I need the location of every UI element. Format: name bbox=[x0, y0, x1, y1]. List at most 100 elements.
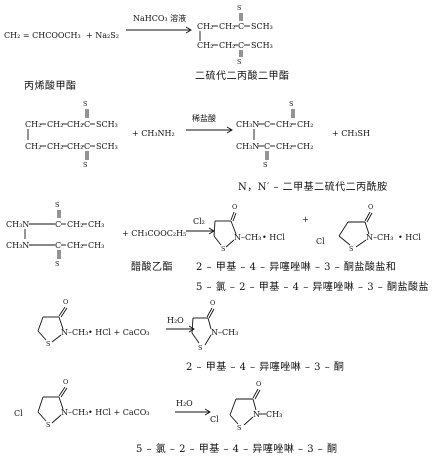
svg-text:SCH₃: SCH₃ bbox=[96, 142, 118, 151]
dimethyl-dithiodipropionamide-name: N，N′ – 二甲基二硫代二丙酰胺 bbox=[238, 180, 388, 193]
svg-text:CH₂: CH₂ bbox=[197, 22, 213, 31]
svg-text:O: O bbox=[232, 203, 237, 211]
reaction-4-reagent: • HCl + CaCO₃ bbox=[88, 328, 149, 337]
svg-text:CH₂: CH₂ bbox=[67, 220, 83, 229]
svg-text:S: S bbox=[46, 340, 50, 348]
svg-text:C: C bbox=[238, 22, 244, 31]
svg-text:S: S bbox=[83, 100, 87, 108]
thione-s-bottom: S bbox=[237, 58, 241, 66]
svg-text:N–CH₃: N–CH₃ bbox=[366, 233, 393, 242]
svg-text:CH₂: CH₂ bbox=[25, 120, 41, 129]
svg-text:CH₂: CH₂ bbox=[67, 120, 83, 129]
svg-text:S: S bbox=[263, 161, 267, 169]
svg-text:CH₂: CH₂ bbox=[197, 41, 213, 50]
svg-text:N: N bbox=[253, 410, 260, 419]
reaction-4: O S N–CH₃ • HCl + CaCO₃ H₂O O S N–CH₃ bbox=[37, 298, 344, 373]
methylisothiazolinone-hcl-structure: O S N–CH₃ • HCl bbox=[213, 203, 285, 253]
methyl-acrylate-formula: CH₂ = CHCOOCH₃ bbox=[4, 31, 81, 40]
reaction-1: CH₂ = CHCOOCH₃ + Na₂S₂ NaHCO₃ 溶液 S CH₂ C… bbox=[4, 4, 290, 92]
svg-text:CH₂: CH₂ bbox=[276, 120, 292, 129]
svg-text:C: C bbox=[264, 120, 270, 129]
svg-text:S: S bbox=[221, 245, 225, 253]
svg-text:S: S bbox=[198, 344, 202, 352]
svg-text:CH₂: CH₂ bbox=[219, 41, 235, 50]
methyl-acrylate-name: 丙烯酸甲酯 bbox=[24, 79, 77, 92]
reaction-5-reactant-structure: O Cl S N–CH₃ bbox=[14, 378, 88, 429]
svg-text:CH₃: CH₃ bbox=[88, 220, 104, 229]
svg-text:S: S bbox=[46, 421, 50, 429]
svg-text:C: C bbox=[84, 120, 90, 129]
reaction-4-reactant-structure: O S N–CH₃ bbox=[37, 298, 88, 348]
dithiodipropionate-structure: S CH₂ CH₂ C SCH₃ CH₂ CH₂ C SCH₃ S bbox=[197, 4, 273, 66]
chloro-methylisothiazolinone-name: 5 – 氯 – 2 – 甲基 – 4 – 异噻唑啉 – 3 – 酮 bbox=[136, 442, 337, 455]
svg-text:CH₃: CH₃ bbox=[88, 241, 104, 250]
plus-sign: + bbox=[302, 215, 309, 224]
svg-text:S: S bbox=[289, 100, 293, 108]
svg-text:CH₃N: CH₃N bbox=[236, 120, 259, 129]
svg-text:Cl: Cl bbox=[210, 415, 219, 424]
reaction-2-condition: 稀盐酸 bbox=[192, 113, 216, 123]
svg-text:S: S bbox=[55, 201, 59, 209]
ethyl-acetate-name: 醋酸乙酯 bbox=[131, 260, 173, 273]
reaction-5-condition: H₂O bbox=[176, 399, 193, 408]
svg-text:CH₂: CH₂ bbox=[47, 142, 63, 151]
svg-text:N–CH₃: N–CH₃ bbox=[61, 328, 88, 337]
sodium-disulfide-reagent: + Na₂S₂ bbox=[86, 31, 119, 40]
reaction-4-arrowhead bbox=[188, 325, 195, 333]
reaction-1-arrowhead bbox=[185, 26, 192, 34]
reaction-5: O Cl S N–CH₃ • HCl + CaCO₃ H₂O O Cl S bbox=[14, 378, 337, 455]
reaction-2-reactant-structure: S CH₂ CH₂ CH₂ C SCH₃ CH₂ CH₂ CH₂ C SCH₃ … bbox=[25, 100, 118, 169]
reaction-3: S CH₃N C CH₂ CH₃ CH₃N C CH₂ CH₃ S + CH₃C… bbox=[6, 201, 429, 293]
svg-text:N–CH₃: N–CH₃ bbox=[61, 408, 88, 417]
reaction-5-arrowhead bbox=[204, 408, 211, 416]
svg-text:C: C bbox=[84, 142, 90, 151]
reaction-2: S CH₂ CH₂ CH₂ C SCH₃ CH₂ CH₂ CH₂ C SCH₃ … bbox=[25, 100, 388, 193]
methylisothiazolinone-structure: O S N–CH₃ bbox=[191, 299, 238, 352]
svg-text:CH₂: CH₂ bbox=[297, 142, 313, 151]
svg-text:S: S bbox=[237, 424, 241, 432]
svg-text:S: S bbox=[83, 161, 87, 169]
svg-text:CH₂: CH₂ bbox=[25, 142, 41, 151]
svg-text:C: C bbox=[238, 41, 244, 50]
svg-text:N–CH₃: N–CH₃ bbox=[211, 328, 238, 337]
methanethiol-byproduct: + CH₃SH bbox=[332, 129, 370, 138]
reaction-3-product-name-2: 5 – 氯 – 2 – 甲基 – 4 – 异噻唑啉 – 3 – 酮盐酸盐 bbox=[196, 280, 429, 293]
reaction-3-product-name-1: 2 – 甲基 – 4 – 异噻唑啉 – 3 – 酮盐酸盐和 bbox=[196, 260, 396, 273]
reaction-2-arrowhead bbox=[226, 126, 233, 134]
svg-text:N–CH₃: N–CH₃ bbox=[234, 233, 261, 242]
svg-text:S: S bbox=[55, 260, 59, 268]
svg-text:S: S bbox=[349, 245, 353, 253]
svg-text:CH₃N: CH₃N bbox=[6, 241, 29, 250]
ethyl-acetate-reagent: + CH₃COOC₂H₅ bbox=[122, 229, 186, 238]
svg-text:• HCl: • HCl bbox=[398, 233, 421, 242]
svg-text:O: O bbox=[256, 380, 261, 388]
reaction-3-condition: Cl₂ bbox=[193, 217, 205, 226]
svg-text:CH₃N: CH₃N bbox=[6, 220, 29, 229]
svg-text:O: O bbox=[368, 203, 373, 211]
svg-text:C: C bbox=[264, 142, 270, 151]
svg-text:CH₃: CH₃ bbox=[266, 410, 282, 419]
svg-text:SCH₃: SCH₃ bbox=[251, 22, 273, 31]
svg-text:C: C bbox=[55, 220, 61, 229]
chloro-methylisothiazolinone-structure: O Cl S N CH₃ bbox=[210, 380, 282, 432]
svg-text:CH₂: CH₂ bbox=[67, 142, 83, 151]
dithiodipropionate-name: 二硫代二丙酸二甲酯 bbox=[195, 69, 290, 82]
reaction-5-reagent: • HCl + CaCO₃ bbox=[88, 408, 149, 417]
thione-s-top: S bbox=[237, 4, 241, 12]
svg-text:Cl: Cl bbox=[14, 409, 23, 418]
reaction-4-condition: H₂O bbox=[167, 316, 184, 325]
svg-text:CH₃N: CH₃N bbox=[236, 142, 259, 151]
svg-text:C: C bbox=[55, 241, 61, 250]
reaction-1-condition: NaHCO₃ 溶液 bbox=[133, 13, 186, 23]
svg-text:O: O bbox=[63, 378, 68, 386]
reaction-3-reactant-structure: S CH₃N C CH₂ CH₃ CH₃N C CH₂ CH₃ S bbox=[6, 201, 104, 268]
svg-text:CH₂: CH₂ bbox=[219, 22, 235, 31]
chloro-methylisothiazolinone-hcl-structure: O Cl S N–CH₃ • HCl bbox=[316, 203, 421, 253]
svg-text:O: O bbox=[210, 299, 215, 307]
svg-text:CH₂: CH₂ bbox=[47, 120, 63, 129]
svg-text:• HCl: • HCl bbox=[262, 233, 285, 242]
dimethyl-dithiodipropionamide-structure: S CH₃N C CH₂ CH₂ CH₃N C CH₂ CH₂ S bbox=[236, 100, 313, 169]
svg-text:SCH₃: SCH₃ bbox=[96, 120, 118, 129]
